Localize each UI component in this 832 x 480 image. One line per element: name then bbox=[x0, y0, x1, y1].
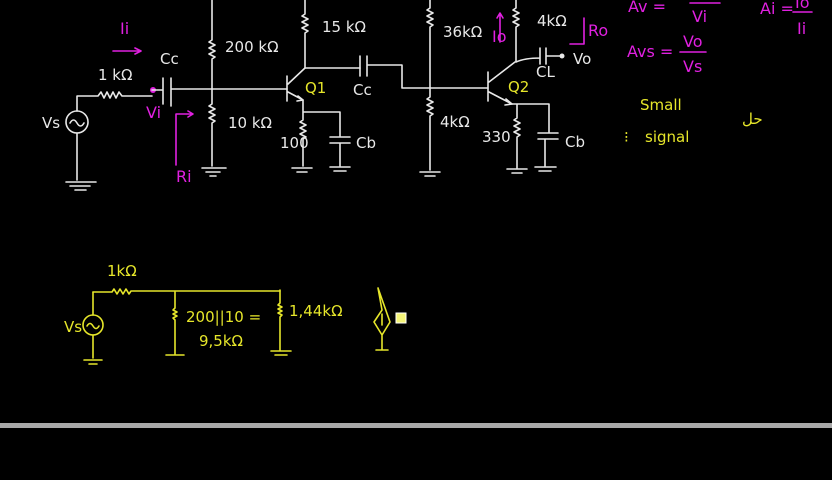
pen-cursor[interactable] bbox=[395, 312, 407, 324]
coupling-capacitor-cc1 bbox=[151, 77, 288, 107]
cc1-label: Cc bbox=[160, 50, 179, 68]
ii-label: Ii bbox=[120, 19, 129, 38]
r-parallel-label: 200||10 = bbox=[186, 308, 261, 326]
ai-numerator: Io bbox=[795, 0, 810, 12]
ai-denominator: Ii bbox=[797, 19, 806, 38]
ri-label: Ri bbox=[176, 167, 192, 186]
bottom-parallel-resistor bbox=[165, 291, 185, 356]
ai-formula: Ai = bbox=[760, 0, 794, 18]
transistor-q1 bbox=[286, 67, 306, 102]
bottom-r-source-label: 1kΩ bbox=[107, 262, 137, 280]
q2-label: Q2 bbox=[508, 78, 529, 96]
collector-resistor-15k bbox=[301, 0, 361, 69]
dependent-current-source bbox=[373, 287, 391, 351]
coupling-capacitor-cc2 bbox=[359, 55, 489, 89]
r-15k-label: 15 kΩ bbox=[322, 18, 366, 36]
cb2-label: Cb bbox=[565, 133, 585, 151]
collector-resistor-4k bbox=[512, 0, 562, 65]
transistor-q2 bbox=[487, 61, 516, 106]
vi-label: Vi bbox=[146, 103, 161, 122]
ro-bracket bbox=[569, 17, 585, 45]
r-330-label: 330 bbox=[482, 128, 511, 146]
cc2-label: Cc bbox=[353, 81, 372, 99]
solution-mark: حل bbox=[742, 110, 763, 128]
r-200k-label: 200 kΩ bbox=[225, 38, 279, 56]
bottom-voltage-source bbox=[82, 291, 104, 365]
ro-label: Ro bbox=[588, 21, 608, 40]
io-label: Io bbox=[492, 27, 507, 46]
ri-arrow bbox=[175, 110, 194, 166]
io-arrow bbox=[496, 12, 504, 43]
vs-label: Vs bbox=[42, 114, 60, 132]
av-denominator: Vi bbox=[692, 7, 707, 26]
av-formula: Av = bbox=[628, 0, 666, 16]
avs-denominator: Vs bbox=[683, 57, 702, 76]
r-source-label: 1 kΩ bbox=[98, 66, 132, 84]
cl-label: CL bbox=[536, 63, 555, 81]
horizontal-scrollbar[interactable] bbox=[0, 423, 832, 428]
avs-numerator: Vo bbox=[683, 32, 703, 51]
r-100-label: 100 bbox=[280, 134, 309, 152]
bottom-input-resistor bbox=[270, 289, 292, 356]
r-4k-collector-label: 4kΩ bbox=[537, 12, 567, 30]
ii-arrow bbox=[112, 47, 142, 55]
bullet-colon: ⁝ bbox=[624, 128, 629, 146]
small-text: Small bbox=[640, 96, 682, 114]
r-parallel-value: 9,5kΩ bbox=[199, 332, 243, 350]
voltage-source-vs bbox=[65, 110, 97, 191]
r-4k-bias-label: 4kΩ bbox=[440, 113, 470, 131]
r-10k-label: 10 kΩ bbox=[228, 114, 272, 132]
emitter-resistor-100 bbox=[291, 99, 351, 173]
r-36k-label: 36kΩ bbox=[443, 23, 482, 41]
cb1-label: Cb bbox=[356, 134, 376, 152]
q1-label: Q1 bbox=[305, 79, 326, 97]
bottom-source-resistor bbox=[92, 288, 281, 295]
r-input-label: 1,44kΩ bbox=[289, 302, 343, 320]
bias-resistor-36k bbox=[419, 0, 441, 177]
emitter-resistor-330 bbox=[506, 103, 559, 174]
bottom-vs-label: Vs bbox=[64, 318, 82, 336]
signal-text: signal bbox=[645, 128, 689, 146]
source-resistor-1k bbox=[76, 91, 153, 112]
vo-terminal bbox=[559, 53, 565, 59]
avs-formula: Avs = bbox=[627, 42, 673, 61]
bias-resistor-200k bbox=[201, 0, 227, 177]
vo-label: Vo bbox=[573, 50, 591, 68]
